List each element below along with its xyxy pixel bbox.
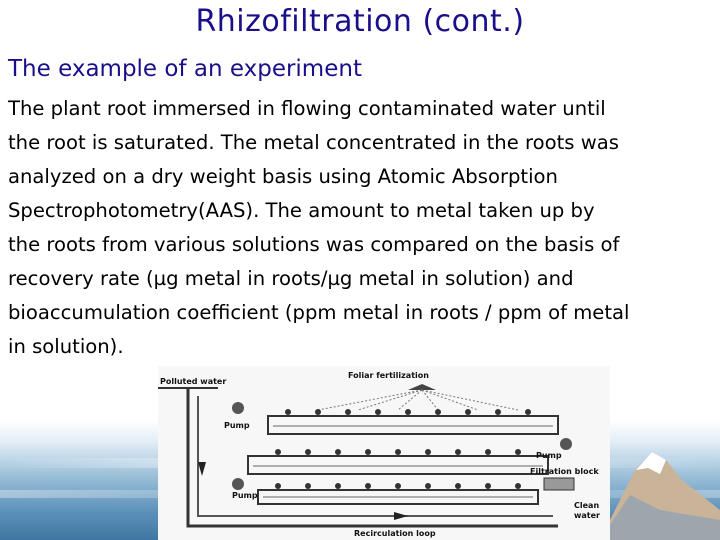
flow-arrow-icon <box>394 512 408 520</box>
spray-lines <box>317 389 519 411</box>
flow-arrow-icon <box>198 462 206 476</box>
label-clean-water: Clean <box>574 501 599 510</box>
body-line: bioaccumulation coefficient (ppm metal i… <box>8 301 630 324</box>
body-line: analyzed on a dry weight basis using Ato… <box>8 165 558 188</box>
filtration-block <box>543 477 575 491</box>
label-recirculation-loop: Recirculation loop <box>354 529 436 538</box>
pump-icon <box>232 402 244 414</box>
diagram-svg: Polluted water Foliar fertilization <box>158 371 600 538</box>
label-filtration-block: Filtration block <box>530 467 599 476</box>
mountain-decoration <box>600 452 720 540</box>
body-paragraph: The plant root immersed in flowing conta… <box>8 92 716 364</box>
label-clean-water: water <box>574 511 600 520</box>
pump-icon <box>560 438 572 450</box>
body-line: in solution). <box>8 335 124 358</box>
pipe <box>186 388 558 528</box>
label-foliar-fertilization: Foliar fertilization <box>348 371 429 380</box>
label-pump-bottom: Pump <box>232 491 258 500</box>
body-line: Spectrophotometry(AAS). The amount to me… <box>8 199 595 222</box>
pipe <box>197 396 553 517</box>
slide-subtitle: The example of an experiment <box>8 56 362 82</box>
roots <box>253 425 553 498</box>
rhizofiltration-diagram: Polluted water Foliar fertilization <box>158 366 610 540</box>
body-line: The plant root immersed in flowing conta… <box>8 97 606 120</box>
label-polluted-water: Polluted water <box>160 377 226 386</box>
pump-icon <box>232 478 244 490</box>
sprayer <box>408 384 436 390</box>
slide-title: Rhizofiltration (cont.) <box>195 4 525 39</box>
body-line: recovery rate (µg metal in roots/µg meta… <box>8 267 574 290</box>
tanks <box>247 415 559 505</box>
label-pump-right: Pump <box>536 451 562 460</box>
plants <box>275 409 531 489</box>
label-pump-top: Pump <box>224 421 250 430</box>
body-line: the root is saturated. The metal concent… <box>8 131 619 154</box>
body-line: the roots from various solutions was com… <box>8 233 620 256</box>
